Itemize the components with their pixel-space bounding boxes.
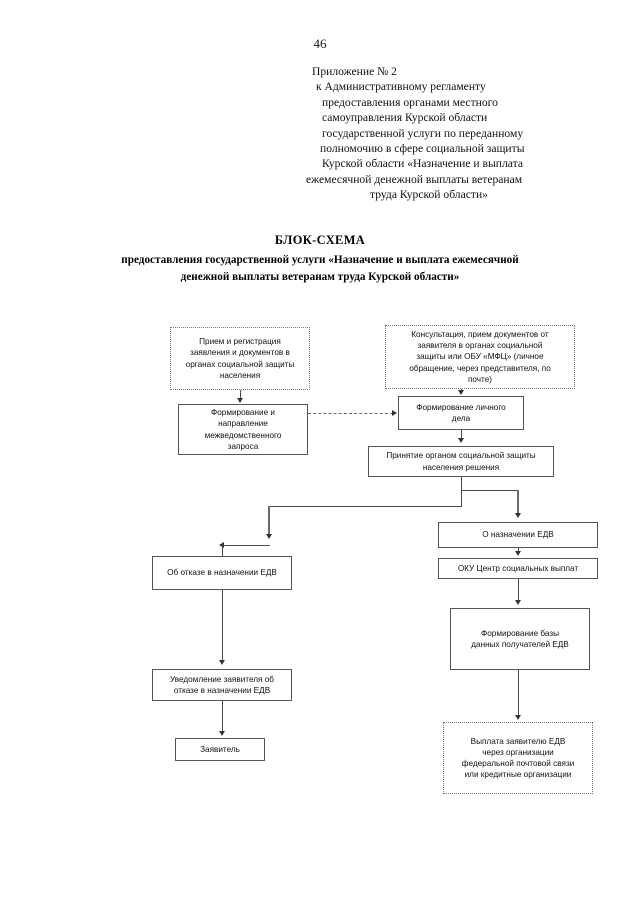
- node-line: заявителя в органах социальной: [417, 341, 543, 351]
- node-line: Прием и регистрация: [199, 337, 281, 347]
- node-formirovanie-lichnogo-dela: Формирование личного дела: [398, 396, 524, 430]
- node-zayavitel: Заявитель: [175, 738, 265, 761]
- appendix-line-8: ежемесячной денежной выплаты ветеранам: [306, 172, 523, 186]
- edge-n5-n6-vertical: [517, 490, 519, 515]
- node-line: федеральной почтовой связи: [461, 759, 575, 768]
- chart-subtitle-line-2: денежной выплаты ветеранам труда Курской…: [180, 271, 460, 283]
- node-line: Уведомление заявителя об: [170, 674, 274, 684]
- edge-n6-n8: [518, 548, 519, 553]
- node-ob-otkaze-edv: Об отказе в назначении ЕДВ: [152, 556, 292, 590]
- edge-n4-n5-arrowhead: [457, 438, 464, 443]
- node-line: ОКУ Центр социальных выплат: [457, 563, 579, 573]
- edge-n5-n7-arrowhead-mid: [265, 534, 272, 539]
- appendix-block: Приложение № 2 к Административному регла…: [306, 64, 622, 203]
- edge-n4-n5: [461, 430, 462, 439]
- node-formirovanie-bazy-dannyh: Формирование базы данных получателей ЕДВ: [450, 608, 590, 670]
- node-line: через организации: [482, 747, 554, 757]
- node-line: запроса: [227, 441, 259, 451]
- edge-n1-n3: [240, 390, 241, 399]
- edge-n5-n6-arrowhead: [514, 513, 521, 518]
- appendix-line-3: предоставления органами местного: [322, 95, 498, 109]
- node-priem-registratsiya: Прием и регистрация заявления и документ…: [170, 327, 310, 390]
- edge-n6-n8-arrowhead: [514, 551, 521, 556]
- edge-n5-n7-drop: [222, 545, 223, 556]
- edge-n3-n4-arrowhead: [392, 409, 397, 416]
- node-line: населения: [219, 370, 261, 380]
- node-vyplata-zayavitelyu: Выплата заявителю ЕДВ через организации …: [443, 722, 593, 794]
- node-line: Консультация, прием документов от: [411, 329, 549, 339]
- node-konsultatsiya: Консультация, прием документов от заявит…: [385, 325, 575, 389]
- edge-n10-n12: [518, 670, 519, 717]
- node-line: Заявитель: [200, 744, 240, 754]
- edge-n9-n11: [222, 701, 223, 733]
- node-line: Об отказе в назначении ЕДВ: [167, 568, 277, 578]
- node-line: дела: [451, 414, 471, 423]
- node-line: отказе в назначении ЕДВ: [173, 686, 271, 695]
- node-line: направление: [218, 419, 268, 429]
- edge-n5-n7-vertical: [268, 506, 270, 537]
- node-line: О назначении ЕДВ: [482, 530, 554, 540]
- node-line: населения решения: [422, 462, 500, 472]
- appendix-line-4: самоуправления Курской области: [322, 111, 488, 125]
- appendix-line-1: Приложение № 2: [312, 65, 397, 78]
- appendix-line-5: государственной услуги по переданному: [322, 126, 524, 140]
- node-line: или кредитные организации: [464, 770, 572, 780]
- node-line: обращение, через представителя, по: [409, 363, 551, 373]
- node-line: Формирование личного: [416, 402, 506, 412]
- edge-n5-n7-horizontal-bottom: [222, 545, 270, 546]
- node-line: защиты или ОБУ «МФЦ» (личное: [416, 352, 544, 362]
- appendix-line-7: Курской области «Назначение и выплата: [322, 157, 523, 171]
- edge-n8-n10: [518, 579, 519, 602]
- edge-n9-n11-arrowhead: [218, 731, 225, 736]
- edge-n3-n4: [308, 413, 393, 414]
- edge-n5-n6-horizontal: [461, 490, 518, 491]
- node-line: почте): [467, 374, 492, 384]
- edge-n10-n12-arrowhead: [514, 715, 521, 720]
- node-line: межведомственного: [204, 430, 282, 440]
- node-line: органах социальной защиты: [185, 359, 295, 369]
- chart-title: БЛОК-СХЕМА: [274, 233, 366, 247]
- edge-n8-n10-arrowhead: [514, 600, 521, 605]
- node-line: Формирование и: [211, 408, 275, 418]
- edge-n2-n4-arrowhead: [457, 390, 464, 395]
- edge-n5-n7-horizontal-top: [268, 506, 462, 507]
- node-oku-tsentr-vyplat: ОКУ Центр социальных выплат: [438, 558, 598, 579]
- node-prinyatie-resheniya: Принятие органом социальной защиты насел…: [368, 446, 554, 477]
- node-line: Выплата заявителю ЕДВ: [470, 736, 566, 746]
- node-line: заявления и документов в: [190, 348, 290, 358]
- appendix-line-2: к Административному регламенту: [316, 80, 486, 94]
- appendix-line-9: труда Курской области»: [370, 188, 488, 202]
- edge-n5-branch-stem: [461, 477, 462, 506]
- appendix-line-6: полномочию в сфере социальной защиты: [320, 142, 525, 156]
- node-line: Принятие органом социальной защиты: [386, 451, 536, 461]
- edge-n7-n9: [222, 590, 223, 661]
- node-line: данных получателей ЕДВ: [471, 640, 569, 649]
- node-line: Формирование базы: [481, 628, 559, 638]
- node-o-naznachenii-edv: О назначении ЕДВ: [438, 522, 598, 548]
- edge-n1-n3-arrowhead: [236, 398, 243, 403]
- page-number: 46: [313, 36, 327, 51]
- node-uvedomlenie-zayavitelya: Уведомление заявителя об отказе в назнач…: [152, 669, 292, 701]
- node-formirovanie-zaprosa: Формирование и направление межведомствен…: [178, 404, 308, 455]
- chart-subtitle-line-1: предоставления государственной услуги «Н…: [121, 254, 519, 266]
- edge-n7-n9-arrowhead: [218, 660, 225, 665]
